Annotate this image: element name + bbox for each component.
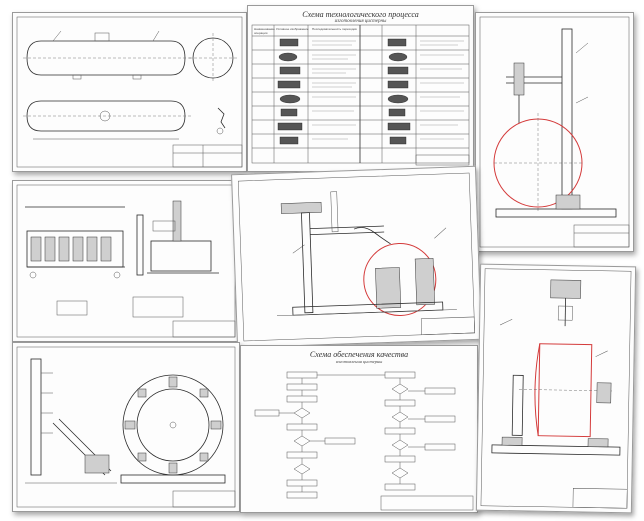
process-scheme-title: Схема технологического процесса	[302, 10, 419, 19]
quality-scheme-subtitle: изготовления цистерны	[335, 359, 383, 364]
sheet-rotator-ring[interactable]	[12, 342, 240, 512]
sheet-assembly-stand[interactable]	[231, 165, 482, 349]
positioner-column-drawing	[479, 16, 630, 248]
sheet-process-scheme[interactable]: Схема технологического процесса изготовл…	[247, 5, 474, 172]
sheet-vertical-positioner[interactable]	[475, 263, 637, 514]
flow-right	[317, 371, 456, 491]
process-col-2: Условное изображение	[276, 27, 309, 31]
assembly-stand-drawing	[238, 172, 475, 342]
vertical-positioner-drawing	[480, 268, 632, 509]
process-col-3: Последовательность переходов	[312, 27, 357, 31]
process-col-1: Наименование операции	[254, 27, 275, 35]
ring-segments	[124, 376, 222, 474]
sheet-welding-line[interactable]	[12, 180, 240, 342]
quality-scheme-title: Схема обеспечения качества	[309, 350, 409, 359]
welding-line-drawing	[16, 184, 236, 338]
tank-drawing	[16, 16, 243, 168]
flow-left	[254, 371, 356, 499]
sheet-tank-drawing[interactable]	[12, 12, 247, 172]
sheet-positioner-column[interactable]	[475, 12, 634, 252]
process-table	[251, 24, 470, 166]
quality-flowchart	[254, 371, 474, 511]
rotator-ring-drawing	[16, 346, 236, 508]
sheet-quality-scheme[interactable]: Схема обеспечения качества изготовления …	[240, 345, 478, 513]
process-scheme-subtitle: изготовления цистерны	[334, 19, 387, 24]
